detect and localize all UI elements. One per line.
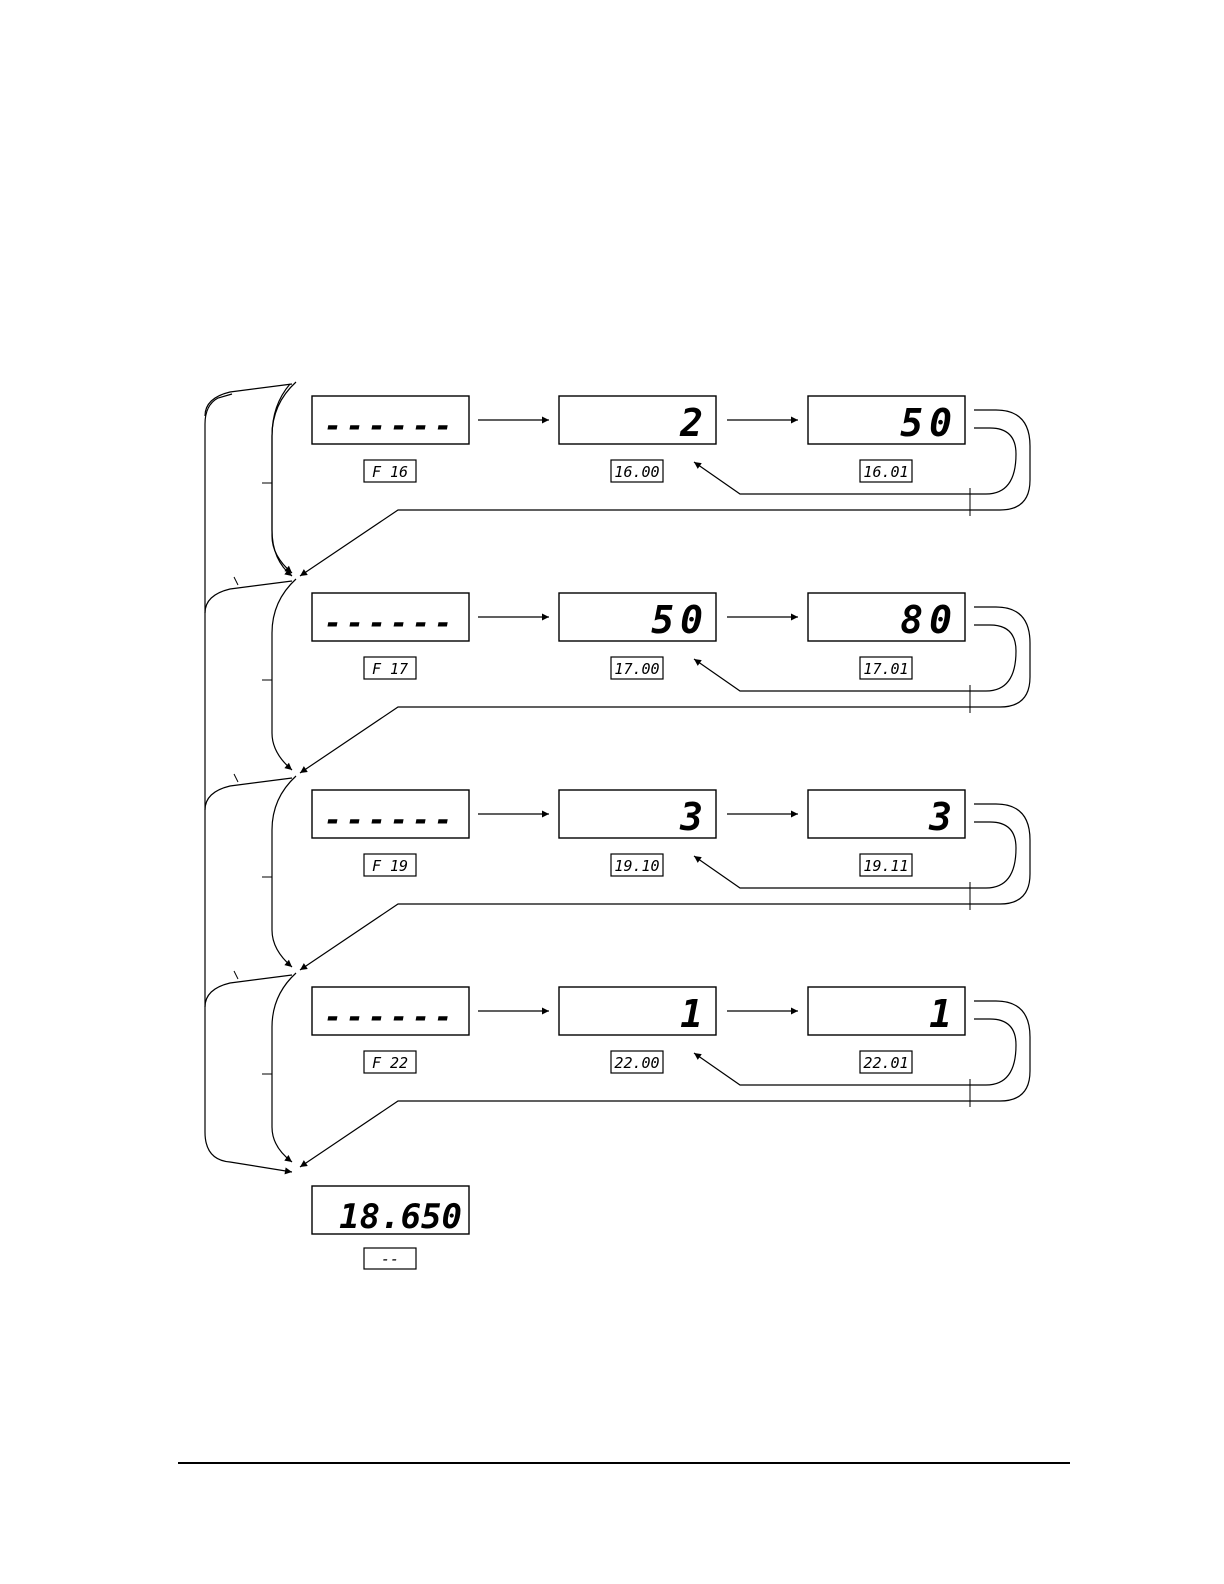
tick-mark	[234, 971, 238, 979]
flow-row: ------ F 22 1 22.00 1 22.01	[205, 971, 1030, 1167]
footer-rule	[178, 1462, 1070, 1464]
value-display-1: 2	[559, 396, 716, 445]
param-tag-1-label: 22.00	[614, 1054, 659, 1072]
value-display-2-value: 1	[929, 992, 958, 1036]
value-display-2-value: 50	[900, 401, 958, 445]
function-tag: F 17	[364, 657, 416, 679]
param-tag-2-label: 17.01	[863, 660, 908, 678]
final-tag: --	[364, 1248, 416, 1269]
value-display-1-value: 3	[679, 795, 709, 839]
final-value: 18.650	[339, 1197, 462, 1237]
function-tag: F 22	[364, 1051, 416, 1073]
value-display-1-value: 2	[679, 401, 709, 445]
value-display-2: 50	[808, 396, 965, 445]
param-tag-1: 19.10	[611, 854, 663, 876]
param-tag-2: 19.11	[860, 854, 912, 876]
function-tag-label: F 17	[372, 660, 408, 678]
param-tag-2-label: 19.11	[863, 857, 908, 875]
value-display-1-value: 1	[680, 992, 709, 1036]
main-display: ------	[312, 593, 469, 641]
final-display: 18.650	[312, 1186, 469, 1237]
main-display-value: ------	[324, 803, 456, 838]
value-display-1: 50	[559, 593, 716, 642]
bypass-rail	[205, 394, 292, 1172]
flow-row: ------ F 16 2 16.00 50 16.01	[205, 382, 1030, 576]
value-display-2: 3	[808, 790, 965, 839]
tick-mark	[234, 577, 238, 585]
main-display-value: ------	[324, 1000, 456, 1035]
param-tag-1: 22.00	[611, 1051, 663, 1073]
row-rail	[272, 776, 296, 967]
function-tag: F 19	[364, 854, 416, 876]
main-display-value: ------	[324, 409, 456, 444]
param-tag-1-label: 16.00	[614, 463, 659, 481]
main-display: ------	[312, 396, 469, 444]
main-display: ------	[312, 987, 469, 1035]
value-display-2-value: 3	[928, 795, 958, 839]
main-display-value: ------	[324, 606, 456, 641]
param-tag-1: 16.00	[611, 460, 663, 482]
tick-mark	[234, 774, 238, 782]
value-display-2: 1	[808, 987, 965, 1036]
param-tag-2: 22.01	[860, 1051, 912, 1073]
param-tag-1: 17.00	[611, 657, 663, 679]
bypass-branch	[205, 975, 292, 1007]
row-rail	[272, 579, 296, 770]
bypass-branch	[205, 778, 292, 810]
function-tag-label: F 16	[372, 463, 408, 481]
value-display-2: 80	[808, 593, 965, 642]
param-tag-2: 16.01	[860, 460, 912, 482]
value-display-2-value: 80	[900, 598, 958, 642]
param-tag-1-label: 17.00	[614, 660, 659, 678]
flow-row: ------ F 17 50 17.00 80 17.01	[205, 577, 1030, 773]
flow-row: ------ F 19 3 19.10 3 19.11	[205, 774, 1030, 970]
value-display-1-value: 50	[651, 598, 709, 642]
row-rail	[272, 973, 296, 1162]
param-tag-2-label: 16.01	[863, 463, 908, 481]
param-tag-2-label: 22.01	[863, 1054, 908, 1072]
function-tag-label: F 22	[372, 1054, 408, 1072]
main-display: ------	[312, 790, 469, 838]
param-tag-1-label: 19.10	[614, 857, 659, 875]
bypass-branch	[205, 581, 292, 613]
param-tag-2: 17.01	[860, 657, 912, 679]
final-tag-label: --	[381, 1250, 399, 1268]
value-display-1: 3	[559, 790, 716, 839]
function-tag-label: F 19	[372, 857, 408, 875]
function-tag: F 16	[364, 460, 416, 482]
value-display-1: 1	[559, 987, 716, 1036]
